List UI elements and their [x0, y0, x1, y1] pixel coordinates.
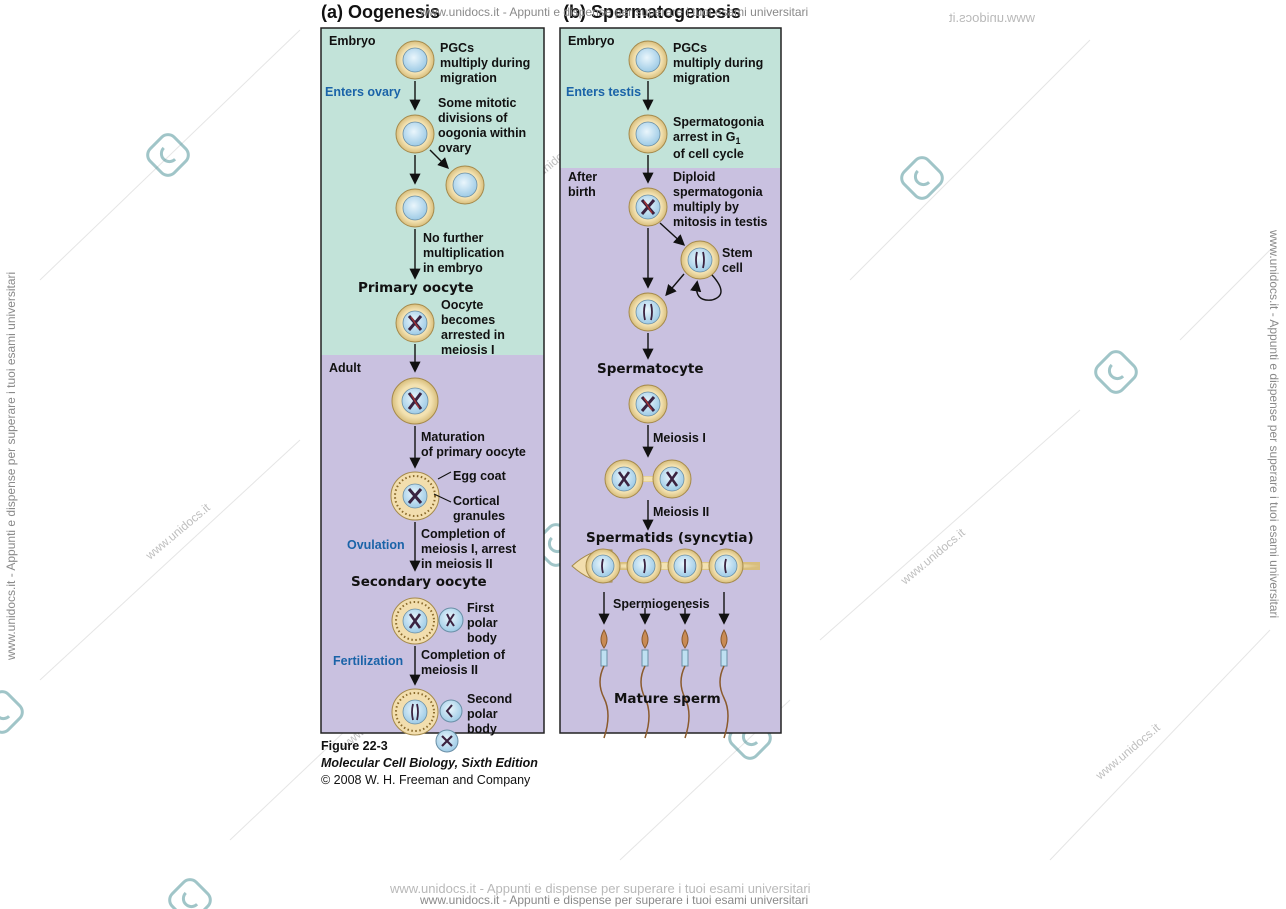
- watermark-diag-text: www.unidocs.it: [1092, 720, 1163, 783]
- unidocs-logo-icon: [146, 133, 190, 177]
- label-egg-coat: Egg coat: [453, 469, 507, 483]
- watermark-footer-ghost: www.unidocs.it - Appunti e dispense per …: [389, 881, 811, 896]
- adult-region-a: [321, 355, 544, 733]
- watermark-side-left: www.unidocs.it - Appunti e dispense per …: [4, 272, 18, 661]
- embryo-region-b: [560, 28, 781, 168]
- label-ovulation: Ovulation: [347, 538, 405, 552]
- panel-a-border: [320, 27, 545, 734]
- secondary-oocyte-cell: [391, 597, 439, 645]
- panel-b-title: (b) Spermatogenesis: [563, 2, 741, 22]
- label-spermiogenesis: Spermiogenesis: [613, 597, 710, 611]
- sperm-cell: [719, 629, 729, 739]
- adult-oocyte-cell: [391, 377, 439, 425]
- watermark-side-right: www.unidocs.it - Appunti e dispense per …: [1267, 229, 1281, 618]
- label-meiosis-1: Meiosis I: [653, 431, 706, 445]
- label-secondary-oocyte: Secondary oocyte: [351, 574, 487, 590]
- pgc-cell-a: [395, 40, 435, 80]
- diploid-spermatogonium: [628, 187, 668, 227]
- caption-copyright: © 2008 W. H. Freeman and Company: [321, 773, 531, 787]
- figure-caption: Figure 22-3 Molecular Cell Biology, Sixt…: [321, 739, 538, 787]
- spermatocyte-cell: [628, 384, 668, 424]
- watermark-diag-text: www.unidocs.it: [897, 525, 968, 588]
- zygote-cell: [391, 688, 439, 736]
- sperm-cell: [680, 629, 690, 739]
- oogonium-cell: [395, 188, 435, 228]
- caption-figure-number: Figure 22-3: [321, 739, 388, 753]
- label-embryo-b: Embryo: [568, 34, 615, 48]
- primary-oocyte-cell: [395, 303, 435, 343]
- caption-book-title: Molecular Cell Biology, Sixth Edition: [321, 756, 538, 770]
- pgc-cell-b: [628, 40, 668, 80]
- sperm-cell: [599, 629, 609, 739]
- label-mature-sperm: Mature sperm: [614, 691, 721, 707]
- stem-cell: [680, 240, 720, 280]
- unidocs-logo-icon: [0, 690, 24, 734]
- panel-spermatogenesis: (b) Spermatogenesis Embryo Enters testis…: [559, 2, 782, 739]
- panel-b-border: [559, 27, 782, 734]
- sperm-cell: [640, 629, 650, 739]
- label-meiosis-2: Meiosis II: [653, 505, 709, 519]
- first-polar-body-dividing: [435, 729, 459, 753]
- first-polar-body: [438, 607, 464, 633]
- label-fertilization: Fertilization: [333, 654, 403, 668]
- label-spermatids: Spermatids (syncytia): [586, 530, 754, 546]
- after-birth-region-b: [560, 168, 781, 733]
- oogonium-cell: [395, 114, 435, 154]
- label-enters-ovary: Enters ovary: [325, 85, 401, 99]
- label-primary-oocyte: Primary oocyte: [358, 280, 473, 296]
- unidocs-logo-icon: [168, 878, 212, 909]
- watermark-header: www.unidocs.it - Appunti e dispense per …: [419, 5, 808, 19]
- watermark-mirrored-top: www.unidocs.it: [949, 10, 1036, 25]
- embryo-region-a: [321, 28, 544, 355]
- unidocs-logo-icon: [1094, 350, 1138, 394]
- oogonium-cell: [445, 165, 485, 205]
- spermatogonium-daughter: [628, 292, 668, 332]
- label-embryo-a: Embryo: [329, 34, 376, 48]
- label-spermatocyte: Spermatocyte: [597, 361, 704, 377]
- mature-oocyte-cell: [390, 471, 440, 521]
- panel-a-title: (a) Oogenesis: [321, 2, 440, 22]
- spermatid-syncytium: [571, 548, 760, 584]
- unidocs-logo-icon: [900, 156, 944, 200]
- meiosis1-pair: [604, 459, 692, 499]
- panel-oogenesis: (a) Oogenesis Embryo Enters ovary Adult: [320, 2, 545, 753]
- spermatogonium-arrested: [628, 114, 668, 154]
- second-polar-body: [439, 699, 463, 723]
- label-enters-testis: Enters testis: [566, 85, 641, 99]
- watermark-footer: www.unidocs.it - Appunti e dispense per …: [419, 893, 808, 907]
- label-adult: Adult: [329, 361, 362, 375]
